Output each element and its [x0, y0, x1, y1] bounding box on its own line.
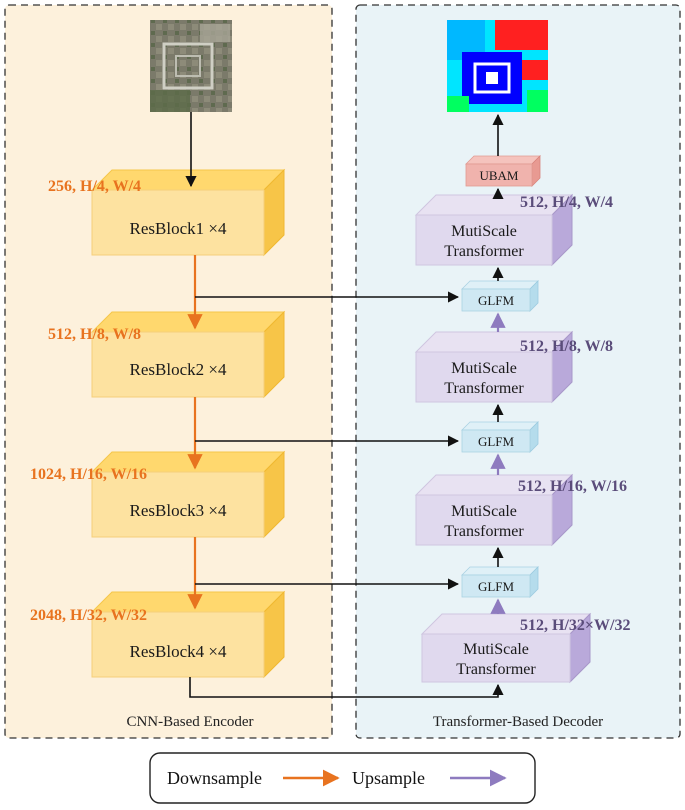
encoder-caption: CNN-Based Encoder [126, 714, 253, 730]
glfm-2: GLFM [461, 421, 539, 453]
transformer-1-line1: MutiScale [451, 223, 517, 240]
glfm-1: GLFM [461, 280, 539, 312]
skip-connection-4 [189, 677, 504, 698]
resblock-3-label: ResBlock3 ×4 [130, 501, 227, 520]
transformer-4-dims: 512, H/32×W/32 [520, 617, 630, 634]
resblock-3: ResBlock3 ×4 [90, 450, 286, 539]
resblock-3-dims: 1024, H/16, W/16 [30, 466, 147, 483]
transformer-2-dims: 512, H/8, W/8 [520, 338, 613, 355]
resblock-2-label: ResBlock2 ×4 [130, 360, 227, 379]
transformer-4-line1: MutiScale [463, 641, 529, 658]
transformer-4: MutiScale Transformer [420, 612, 592, 684]
transformer-2-line2: Transformer [444, 380, 524, 397]
resblock-4-dims: 2048, H/32, W/32 [30, 607, 147, 624]
legend-box [149, 752, 536, 804]
transformer-2: MutiScale Transformer [414, 330, 574, 404]
resblock-1-label: ResBlock1 ×4 [130, 219, 227, 238]
glfm-1-label: GLFM [478, 293, 515, 308]
output-segmentation-map [447, 20, 548, 112]
transformer-3-line1: MutiScale [451, 503, 517, 520]
transformer-4-line2: Transformer [456, 661, 536, 678]
decoder-caption: Transformer-Based Decoder [433, 714, 603, 730]
resblock-1-dims: 256, H/4, W/4 [48, 178, 141, 195]
resblock-4: ResBlock4 ×4 [90, 590, 286, 679]
ubam-label: UBAM [479, 168, 518, 183]
ubam-block: UBAM [465, 155, 541, 187]
glfm-2-label: GLFM [478, 434, 515, 449]
resblock-2: ResBlock2 ×4 [90, 310, 286, 399]
transformer-1-line2: Transformer [444, 243, 524, 260]
legend-upsample-label: Upsample [352, 768, 425, 788]
transformer-3-dims: 512, H/16, W/16 [518, 478, 627, 495]
transformer-3-line2: Transformer [444, 523, 524, 540]
transformer-3: MutiScale Transformer [414, 473, 574, 547]
resblock-4-label: ResBlock4 ×4 [130, 642, 227, 661]
glfm-3-label: GLFM [478, 579, 515, 594]
transformer-1-dims: 512, H/4, W/4 [520, 194, 613, 211]
input-aerial-image [150, 20, 232, 112]
transformer-2-line1: MutiScale [451, 360, 517, 377]
glfm-3: GLFM [461, 566, 539, 598]
resblock-2-dims: 512, H/8, W/8 [48, 326, 141, 343]
legend-downsample-label: Downsample [167, 768, 262, 788]
transformer-1: MutiScale Transformer [414, 193, 574, 267]
